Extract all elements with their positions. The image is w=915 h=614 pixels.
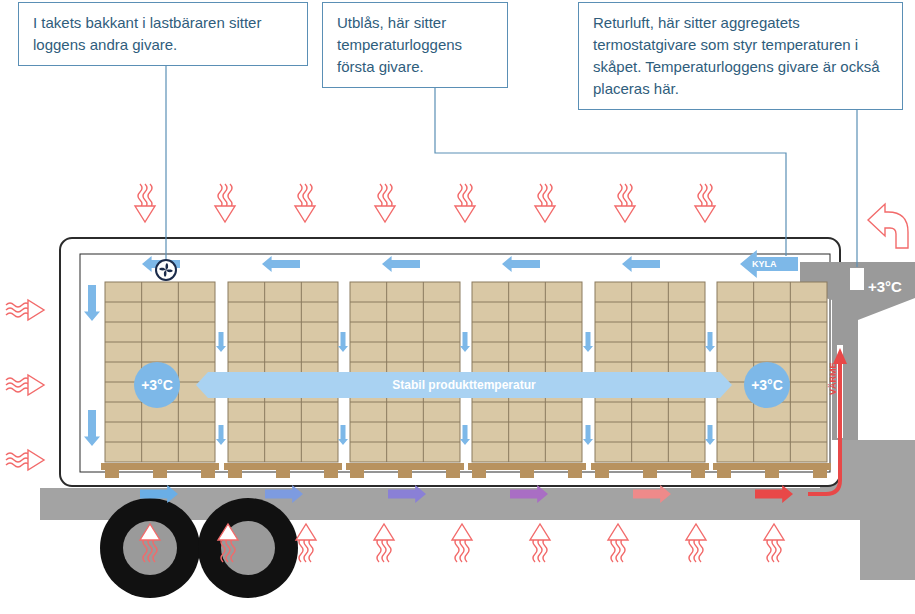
node-text: Stabil produkttemperatur [392, 378, 535, 392]
pallets [101, 282, 831, 478]
leader-line [435, 88, 786, 256]
trailer-body [60, 238, 840, 486]
heat-arrows [6, 184, 908, 562]
wheels [100, 498, 298, 598]
thermostat-sensor [850, 268, 864, 290]
callout-box: Utblås, här sitter temperaturloggens för… [322, 2, 508, 88]
leader-line [165, 66, 166, 259]
node-text: Utblås, här sitter temperaturloggens för… [337, 12, 493, 78]
temperature-circle: +3°C [134, 362, 180, 408]
node-text: +3°C [751, 377, 783, 393]
leader-line [856, 110, 857, 267]
node-text: Returluft, här sitter aggregatets termos… [593, 12, 888, 100]
node-text: +3°C [141, 377, 173, 393]
fan-symbol [156, 260, 176, 280]
node-text: I takets bakkant i lastbäraren sitter lo… [33, 12, 293, 56]
unit-temperature: +3°C [868, 278, 902, 295]
cooling-label: KYLA [752, 259, 777, 269]
airflow-arrows [84, 250, 847, 503]
heat-label: VÄRME [828, 362, 838, 395]
temperature-circle: +3°C [744, 362, 790, 408]
callout-box: Returluft, här sitter aggregatets termos… [578, 2, 903, 110]
temperature-band: Stabil produkttemperatur [196, 372, 732, 398]
cargo-space [80, 254, 830, 472]
callout-box: I takets bakkant i lastbäraren sitter lo… [18, 2, 308, 66]
